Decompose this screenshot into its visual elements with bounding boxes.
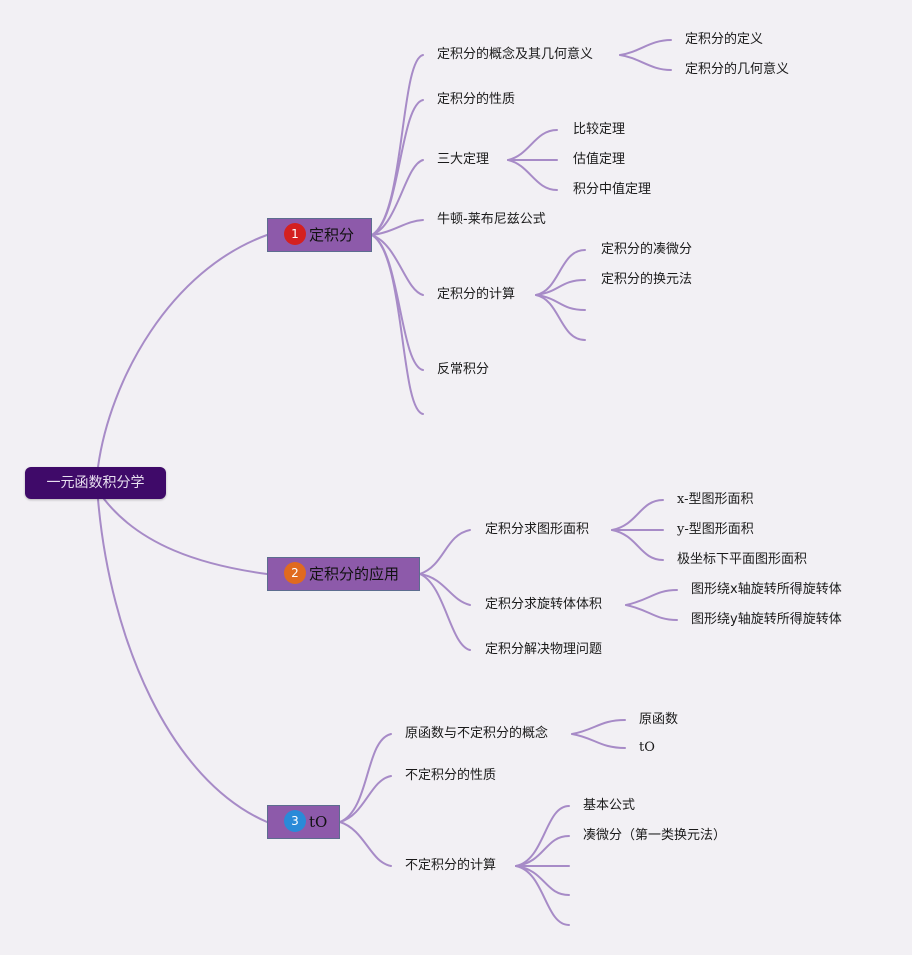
connector [371,159,424,236]
connector [619,54,672,71]
number-badge: 3 [284,810,306,832]
connector [507,159,558,191]
connector [97,234,268,468]
leaf-node[interactable]: 极坐标下平面图形面积 [677,552,808,567]
connector [611,529,664,561]
connector [103,498,268,575]
leaf-node[interactable]: 凑微分（第一类换元法） [583,828,727,843]
connector [339,775,392,823]
connector [535,294,586,341]
leaf-node[interactable]: 定积分的定义 [685,32,764,47]
topic-node[interactable]: 定积分解决物理问题 [485,642,603,657]
leaf-node[interactable]: 基本公式 [583,798,636,813]
leaf-node[interactable]: 定积分的凑微分 [601,242,693,257]
topic-node[interactable]: 定积分的性质 [437,92,516,107]
leaf-node[interactable]: 估值定理 [573,152,626,167]
leaf-node[interactable]: 图形绕x轴旋转所得旋转体 [691,582,842,597]
connector [339,733,392,823]
root-node[interactable]: 一元函数积分学 [25,467,166,499]
topic-node[interactable]: 定积分求旋转体体积 [485,597,603,612]
branch-label: 定积分 [309,226,355,244]
topic-node[interactable]: 原函数与不定积分的概念 [405,726,549,741]
connector [619,39,672,56]
connector [371,54,424,236]
leaf-node[interactable]: 图形绕y轴旋转所得旋转体 [691,612,842,627]
connector [419,573,471,651]
connector [515,865,570,926]
branch-label: 定积分的应用 [309,565,400,583]
branch-label: tO [309,813,328,831]
leaf-node[interactable]: y-型图形面积 [677,522,754,537]
number-badge: 1 [284,223,306,245]
topic-node[interactable]: 不定积分的性质 [405,768,497,783]
topic-node[interactable]: 定积分的计算 [437,287,516,302]
leaf-node[interactable]: x-型图形面积 [677,492,754,507]
leaf-node[interactable]: 定积分的换元法 [601,272,693,287]
topic-node[interactable]: 定积分求图形面积 [485,522,590,537]
connector [371,219,424,236]
connector [535,279,586,296]
connector [371,99,424,236]
leaf-node[interactable]: 比较定理 [573,122,626,137]
connector [571,719,626,735]
connector [625,589,678,606]
topic-node[interactable]: 不定积分的计算 [405,858,497,873]
connector [339,821,392,867]
connector [419,529,471,575]
connector [571,733,626,749]
connector [625,604,678,621]
connector [515,805,570,867]
connector [507,129,558,161]
topic-node[interactable]: 三大定理 [437,152,490,167]
connector [419,573,471,606]
topic-node[interactable]: 牛顿-莱布尼兹公式 [437,212,546,227]
leaf-node[interactable]: 定积分的几何意义 [685,62,790,77]
topic-node[interactable]: 反常积分 [437,362,490,377]
connector [371,234,424,415]
leaf-node[interactable]: 原函数 [639,712,679,727]
topic-node[interactable]: 定积分的概念及其几何意义 [437,47,594,62]
leaf-node[interactable]: tO [639,740,655,755]
connector [611,499,664,531]
number-badge: 2 [284,562,306,584]
connector [515,835,570,867]
connector [371,234,424,296]
leaf-node[interactable]: 积分中值定理 [573,182,652,197]
connector [535,249,586,296]
connector [97,498,268,823]
